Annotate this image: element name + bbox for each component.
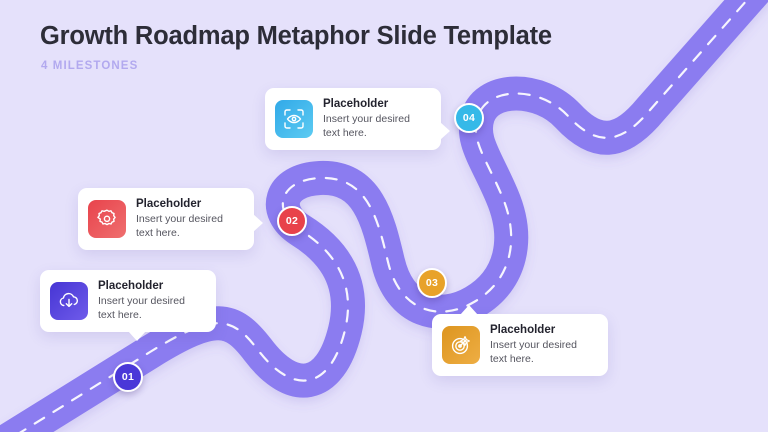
milestone-card-03-text: Placeholder Insert your desired text her… (490, 323, 594, 367)
slide-heading: Growth Roadmap Metaphor Slide Template 4… (40, 22, 680, 72)
milestone-card-04[interactable]: Placeholder Insert your desired text her… (265, 88, 450, 151)
milestone-marker-02[interactable]: 02 (277, 206, 307, 236)
milestone-card-01-text: Placeholder Insert your desired text her… (98, 279, 202, 323)
milestone-card-03[interactable]: Placeholder Insert your desired text her… (432, 305, 608, 377)
gear-icon (88, 200, 126, 239)
milestone-card-01-title: Placeholder (98, 280, 164, 292)
card-04-tail (440, 122, 450, 140)
milestone-card-02-body: Insert your desired text here. (136, 213, 223, 240)
milestone-card-02-text: Placeholder Insert your desired text her… (136, 197, 240, 241)
milestone-marker-01[interactable]: 01 (113, 362, 143, 392)
milestone-card-04-title: Placeholder (323, 98, 389, 110)
card-01-tail (128, 331, 146, 342)
milestone-card-01[interactable]: Placeholder Insert your desired text her… (40, 270, 216, 342)
milestone-card-01-body: Insert your desired text here. (98, 295, 185, 322)
milestone-card-03-body: Insert your desired text here. (490, 339, 577, 366)
target-icon (442, 326, 480, 365)
milestone-card-02-title: Placeholder (136, 198, 202, 210)
card-03-tail (460, 305, 478, 315)
milestone-card-02[interactable]: Placeholder Insert your desired text her… (78, 188, 263, 251)
page-title: Growth Roadmap Metaphor Slide Template (40, 22, 552, 50)
cloud-download-icon (50, 282, 88, 321)
milestone-card-04-body: Insert your desired text here. (323, 113, 410, 140)
milestone-marker-04[interactable]: 04 (454, 103, 484, 133)
slide-subtitle: 4 MILESTONES (41, 60, 139, 73)
card-02-tail (253, 214, 263, 232)
milestone-marker-03[interactable]: 03 (417, 268, 447, 298)
milestone-card-04-text: Placeholder Insert your desired text her… (323, 97, 427, 141)
eye-scan-icon (275, 100, 313, 139)
milestone-card-03-title: Placeholder (490, 324, 556, 336)
